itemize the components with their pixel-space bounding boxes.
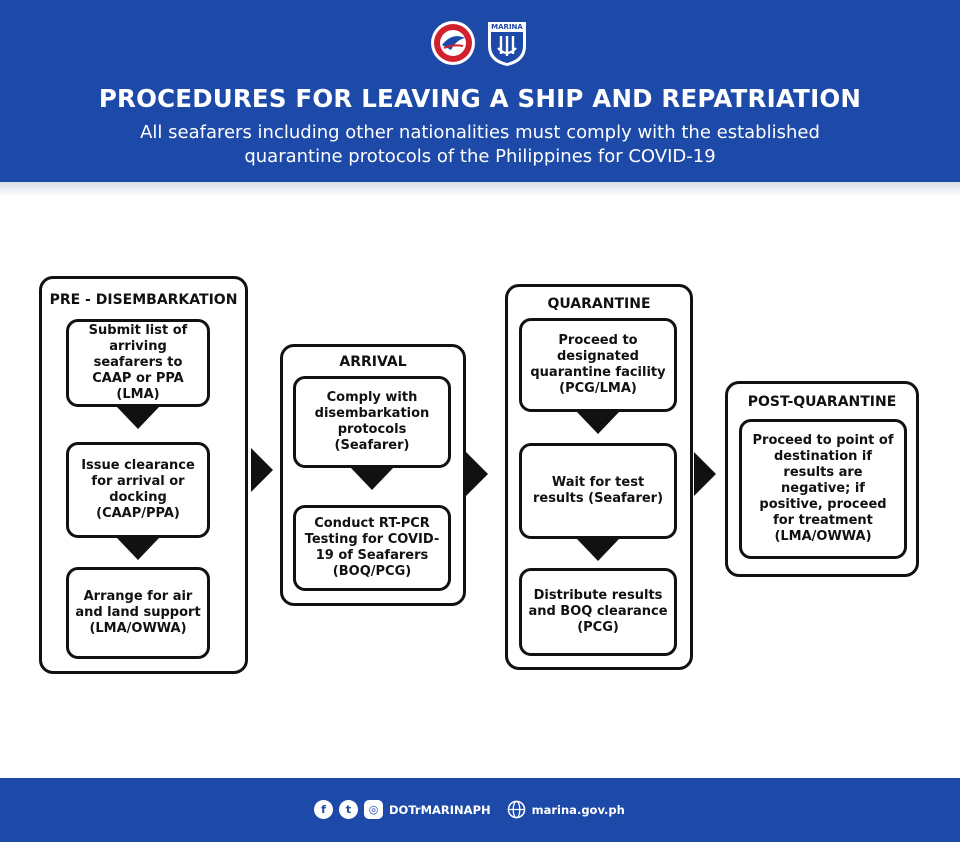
page-subtitle: All seafarers including other nationalit… bbox=[40, 121, 920, 169]
arrow-down-icon bbox=[577, 412, 619, 434]
dotr-seal-icon bbox=[431, 21, 475, 65]
website-link[interactable]: marina.gov.ph bbox=[531, 802, 625, 817]
instagram-icon[interactable]: ◎ bbox=[364, 800, 383, 819]
stage-arrival: ARRIVAL Comply with disembarkation proto… bbox=[280, 344, 466, 606]
facebook-icon[interactable]: f bbox=[314, 800, 333, 819]
marina-logo-text: MARINA bbox=[491, 23, 523, 31]
header-shadow bbox=[0, 182, 960, 196]
arrow-right-icon bbox=[466, 452, 488, 496]
subtitle-line-2: quarantine protocols of the Philippines … bbox=[244, 146, 716, 167]
stage-post-quarantine: POST-QUARANTINE Proceed to point of dest… bbox=[725, 381, 919, 577]
header-banner: MARINA PROCEDURES FOR LEAVING A SHIP AND… bbox=[0, 0, 960, 182]
step-comply-protocols: Comply with disembarkation protocols (Se… bbox=[293, 376, 451, 468]
stage-pre-disembarkation: PRE - DISEMBARKATION Submit list of arri… bbox=[39, 276, 248, 674]
arrow-down-icon bbox=[577, 539, 619, 561]
stage-quarantine: QUARANTINE Proceed to designated quarant… bbox=[505, 284, 693, 670]
logo-row: MARINA bbox=[0, 18, 960, 68]
step-submit-list: Submit list of arriving seafarers to CAA… bbox=[66, 319, 210, 407]
step-issue-clearance: Issue clearance for arrival or docking (… bbox=[66, 442, 210, 538]
step-arrange-support: Arrange for air and land support (LMA/OW… bbox=[66, 567, 210, 659]
arrow-right-icon bbox=[694, 452, 716, 496]
stage-title: PRE - DISEMBARKATION bbox=[49, 292, 238, 308]
social-handle[interactable]: DOTrMARINAPH bbox=[389, 802, 491, 817]
step-proceed-destination: Proceed to point of destination if resul… bbox=[739, 419, 907, 559]
step-wait-results: Wait for test results (Seafarer) bbox=[519, 443, 677, 539]
stage-title: QUARANTINE bbox=[547, 296, 651, 312]
twitter-icon[interactable]: t bbox=[339, 800, 358, 819]
page-title: PROCEDURES FOR LEAVING A SHIP AND REPATR… bbox=[98, 84, 862, 113]
stage-title: ARRIVAL bbox=[339, 354, 407, 370]
step-rt-pcr-testing: Conduct RT-PCR Testing for COVID-19 of S… bbox=[293, 505, 451, 591]
stage-title: POST-QUARANTINE bbox=[747, 394, 897, 410]
arrow-down-icon bbox=[117, 407, 159, 429]
globe-icon bbox=[507, 800, 525, 819]
subtitle-line-1: All seafarers including other nationalit… bbox=[140, 122, 820, 143]
arrow-down-icon bbox=[117, 538, 159, 560]
footer-bar bbox=[0, 778, 960, 842]
arrow-right-icon bbox=[251, 448, 273, 492]
social-links: f t ◎ DOTrMARINAPH marina.gov.ph bbox=[314, 800, 625, 819]
step-proceed-quarantine: Proceed to designated quarantine facilit… bbox=[519, 318, 677, 412]
arrow-down-icon bbox=[351, 468, 393, 490]
step-distribute-results: Distribute results and BOQ clearance (PC… bbox=[519, 568, 677, 656]
marina-shield-icon: MARINA bbox=[488, 22, 526, 66]
